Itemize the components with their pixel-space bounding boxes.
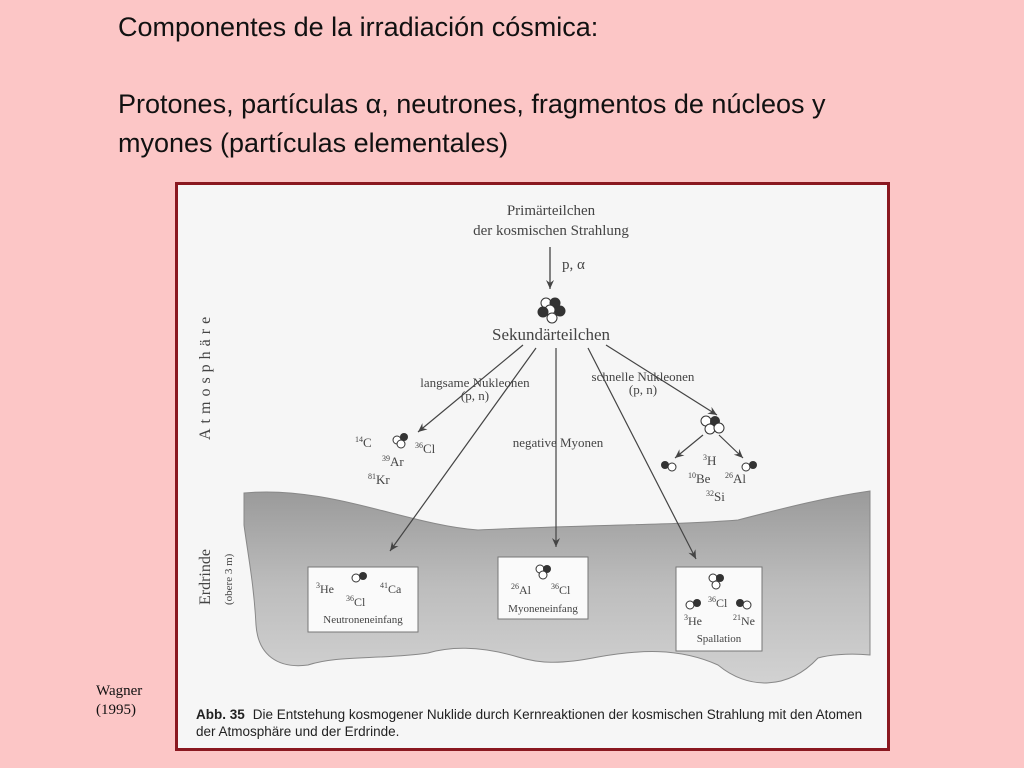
- spallation-label: Spallation: [697, 633, 742, 645]
- svg-text:41Ca: 41Ca: [380, 581, 402, 596]
- secondary-particles-label: Sekundärteilchen: [492, 325, 611, 344]
- al26-symbol: Al: [733, 471, 746, 486]
- fast-fragment-left-icon: [661, 461, 677, 472]
- fast-nucleons-label: schnelle Nukleonen: [592, 369, 695, 384]
- si32-mass: 32: [706, 489, 714, 498]
- svg-text:14C: 14C: [355, 435, 372, 450]
- svg-text:81Kr: 81Kr: [368, 472, 390, 487]
- svg-text:39Ar: 39Ar: [382, 454, 404, 469]
- al26-mass: 26: [725, 471, 733, 480]
- svg-text:3He: 3He: [684, 613, 702, 628]
- kr81-symbol: Kr: [376, 472, 390, 487]
- muon-capture-box: 26Al 36Cl Myoneneinfang: [497, 556, 589, 620]
- primary-particles-line1: Primärteilchen: [507, 203, 596, 219]
- c14-symbol: C: [363, 435, 372, 450]
- svg-text:36Cl: 36Cl: [551, 582, 571, 597]
- primary-particle-types: p, α: [562, 257, 585, 273]
- slide-title: Componentes de la irradiación cósmica:: [118, 12, 599, 42]
- atmosphere-label: Atmosphäre: [197, 312, 214, 440]
- h3-symbol: H: [707, 453, 716, 468]
- svg-text:3H: 3H: [703, 453, 716, 468]
- fast-nucleons-types: (p, n): [629, 382, 657, 397]
- be10-symbol: Be: [696, 471, 711, 486]
- svg-text:36Cl: 36Cl: [415, 441, 436, 456]
- svg-text:26Al: 26Al: [511, 582, 532, 597]
- slow-nucleons-label: langsame Nukleonen: [420, 375, 530, 390]
- svg-text:36Cl: 36Cl: [708, 595, 728, 610]
- svg-text:36Cl: 36Cl: [346, 594, 366, 609]
- cl36-mass: 36: [415, 441, 423, 450]
- svg-text:21Ne: 21Ne: [733, 613, 755, 628]
- figure-frame: Atmosphäre Erdrinde (obere 3 m) Primärte…: [175, 182, 890, 751]
- primary-particles-line2: der kosmischen Strahlung: [473, 223, 629, 239]
- atmosphere-nucleus-icon: [392, 433, 408, 449]
- neutron-capture-label: Neutroneneinfang: [323, 614, 403, 626]
- atmosphere-nuclides: 14C 36Cl 39Ar 81Kr: [355, 435, 436, 487]
- arrow-fast-right: [718, 434, 744, 459]
- arrow-to-atmosphere-nuclides: [417, 344, 524, 433]
- crust-depth-label: (obere 3 m): [223, 553, 235, 605]
- arrow-to-fast-nuclides: [605, 344, 718, 416]
- caption-label: Abb. 35: [196, 707, 245, 722]
- caption-text: Die Entstehung kosmogener Nuklide durch …: [196, 707, 863, 739]
- arrow-to-spallation: [587, 347, 697, 560]
- ar39-mass: 39: [382, 454, 390, 463]
- c14-mass: 14: [355, 435, 363, 444]
- credit-author: Wagner: [96, 683, 143, 699]
- si32-symbol: Si: [714, 489, 725, 504]
- crust-label: Erdrinde: [197, 549, 214, 605]
- muon-capture-label: Myoneneinfang: [508, 603, 578, 615]
- arrow-to-neutron-capture: [389, 347, 537, 552]
- svg-text:3He: 3He: [316, 581, 334, 596]
- svg-text:32Si: 32Si: [706, 489, 725, 504]
- be10-mass: 10: [688, 471, 696, 480]
- kr81-mass: 81: [368, 472, 376, 481]
- svg-text:26Al: 26Al: [725, 471, 746, 486]
- reaction-arrows: [389, 344, 744, 560]
- svg-text:10Be: 10Be: [688, 471, 711, 486]
- slow-nucleons-types: (p, n): [461, 388, 489, 403]
- h3-mass: 3: [703, 453, 707, 462]
- fast-nucleus-icon: [700, 415, 725, 435]
- fast-nuclides: 3H 10Be 26Al 32Si: [688, 453, 746, 504]
- secondary-nucleus-icon: [537, 297, 566, 324]
- arrow-fast-left: [674, 434, 704, 459]
- fast-fragment-right-icon: [741, 461, 757, 472]
- spallation-box: 36Cl 3He 21Ne Spallation: [675, 566, 763, 652]
- source-credit: Wagner (1995): [96, 682, 142, 720]
- credit-year: (1995): [96, 702, 136, 718]
- cl36-symbol: Cl: [423, 441, 436, 456]
- neutron-capture-box: 3He 41Ca 36Cl Neutroneneinfang: [307, 566, 419, 633]
- cosmogenic-nuclide-diagram: Atmosphäre Erdrinde (obere 3 m) Primärte…: [197, 203, 871, 684]
- ar39-symbol: Ar: [390, 454, 404, 469]
- negative-muons-label: negative Myonen: [513, 435, 604, 450]
- slide-subtitle: Protones, partículas α, neutrones, fragm…: [118, 89, 826, 158]
